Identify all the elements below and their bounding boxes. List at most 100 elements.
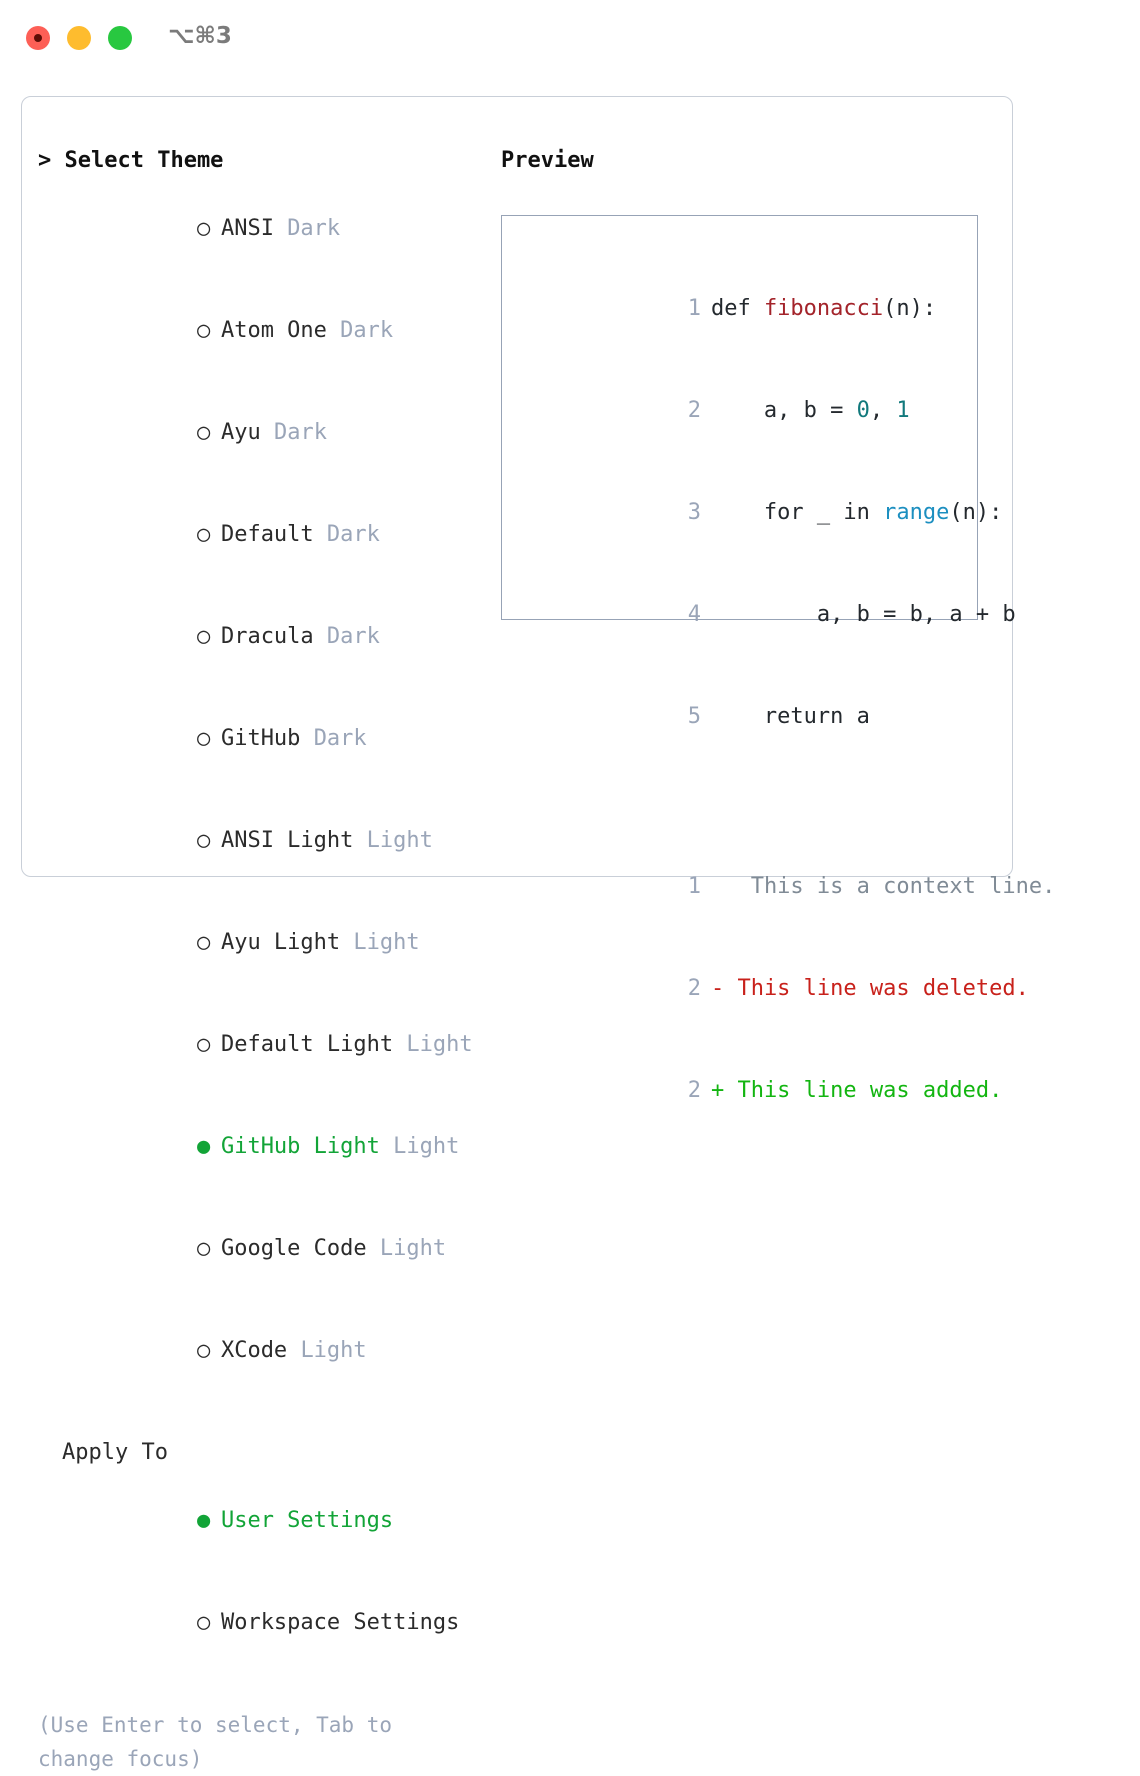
theme-option-label: Default bbox=[220, 522, 314, 547]
theme-option-github-dark[interactable]: ○ GitHub Dark bbox=[38, 688, 488, 790]
line-number: 2 bbox=[687, 976, 701, 1001]
line-number: 2 bbox=[687, 1078, 701, 1103]
radio-icon[interactable]: ○ bbox=[196, 216, 211, 241]
radio-icon[interactable]: ○ bbox=[196, 318, 211, 343]
theme-option-label: Google Code bbox=[220, 1236, 367, 1261]
title-bar: ⌥⌘3 bbox=[0, 0, 1140, 76]
code-token: fibonacci bbox=[763, 296, 884, 321]
radio-icon[interactable]: ○ bbox=[196, 930, 211, 955]
diff-line-added: 2 + This line was added. bbox=[502, 1040, 1003, 1142]
theme-option-tag: Dark bbox=[273, 420, 327, 445]
theme-option-xcode[interactable]: ○ XCode Light bbox=[38, 1300, 488, 1402]
theme-option-ansi-light[interactable]: ○ ANSI Light Light bbox=[38, 790, 488, 892]
code-token: , bbox=[869, 398, 897, 423]
keyboard-shortcut-label: ⌥⌘3 bbox=[168, 23, 232, 49]
code-gap bbox=[502, 802, 977, 836]
theme-option-tag: Light bbox=[379, 1236, 447, 1261]
diff-text: This is a context line. bbox=[724, 874, 1056, 899]
theme-option-label: ANSI bbox=[220, 216, 274, 241]
preview-heading: Preview bbox=[501, 148, 594, 173]
theme-option-list: ○ ANSI Dark ○ Atom One Dark ○Ayu Dark ○ Def… bbox=[38, 178, 488, 1402]
code-line: 4 a, b = b, a + b bbox=[502, 564, 1016, 666]
radio-icon[interactable]: ○ bbox=[196, 420, 211, 445]
theme-option-atom-one-dark[interactable]: ○ Atom One Dark bbox=[38, 280, 488, 382]
list-spacer bbox=[38, 1402, 488, 1436]
theme-option-ayu-light[interactable]: ○Ayu Light Light bbox=[38, 892, 488, 994]
radio-selected-icon[interactable]: ● bbox=[196, 1134, 211, 1159]
apply-to-option-workspace-settings[interactable]: ○ Workspace Settings bbox=[38, 1572, 488, 1674]
radio-icon[interactable]: ○ bbox=[196, 1236, 211, 1261]
diff-line-deleted: 2- This line was deleted. bbox=[502, 938, 1029, 1040]
diff-marker bbox=[711, 874, 724, 899]
theme-option-ayu-dark[interactable]: ○Ayu Dark bbox=[38, 382, 488, 484]
theme-option-label: Atom One bbox=[220, 318, 327, 343]
content-panel: > Select Theme ○ANSI Dark ○Atom One Dark… bbox=[21, 96, 1055, 1771]
line-number: 5 bbox=[687, 704, 701, 729]
theme-option-dracula-dark[interactable]: ○ Dracula Dark bbox=[38, 586, 488, 688]
code-token: a, b = bbox=[710, 398, 857, 423]
zoom-button-icon[interactable] bbox=[108, 26, 132, 50]
minimize-button-icon[interactable] bbox=[67, 26, 91, 50]
radio-icon[interactable]: ○ bbox=[196, 1032, 211, 1057]
close-button-icon[interactable] bbox=[26, 26, 50, 50]
theme-option-label: GitHub bbox=[220, 726, 301, 751]
diff-marker: + bbox=[710, 1078, 725, 1103]
keyboard-hint-text: (Use Enter to select, Tab to change focu… bbox=[38, 1713, 393, 1771]
theme-option-label: ANSI Light bbox=[220, 828, 354, 853]
theme-option-default-dark[interactable]: ○ Default Dark bbox=[38, 484, 488, 586]
radio-icon[interactable]: ○ bbox=[196, 1338, 211, 1363]
line-number: 4 bbox=[687, 602, 701, 627]
code-token: for _ in bbox=[710, 500, 884, 525]
code-token: 0 bbox=[856, 398, 870, 423]
diff-text: This line was deleted. bbox=[724, 976, 1029, 1001]
theme-option-tag: Light bbox=[300, 1338, 367, 1363]
theme-option-tag: Dark bbox=[313, 726, 367, 751]
line-number: 2 bbox=[687, 398, 701, 423]
theme-option-github-light[interactable]: ●GitHub Light Light bbox=[38, 1096, 488, 1198]
apply-to-option-label: Workspace Settings bbox=[220, 1610, 460, 1635]
code-token: a, b = b, a + b bbox=[710, 602, 1016, 627]
theme-option-tag: Dark bbox=[326, 522, 380, 547]
code-token: (n): bbox=[883, 296, 937, 321]
diff-line-context: 1 This is a context line. bbox=[502, 836, 1056, 938]
code-token: range bbox=[883, 500, 950, 525]
diff-marker: - bbox=[710, 976, 725, 1001]
code-token: return a bbox=[710, 704, 870, 729]
radio-icon[interactable]: ○ bbox=[196, 1610, 211, 1635]
theme-option-google-code[interactable]: ○ Google Code Light bbox=[38, 1198, 488, 1300]
radio-selected-icon[interactable]: ● bbox=[196, 1508, 211, 1533]
line-number: 3 bbox=[687, 500, 701, 525]
traffic-light-buttons bbox=[26, 26, 132, 50]
diff-text: This line was added. bbox=[724, 1078, 1003, 1103]
theme-option-tag: Dark bbox=[326, 624, 380, 649]
panel-columns: > Select Theme ○ANSI Dark ○Atom One Dark… bbox=[22, 97, 1055, 1771]
code-gap bbox=[502, 768, 977, 802]
apply-to-option-list: ● User Settings ○ Workspace Settings bbox=[38, 1470, 488, 1674]
code-token: (n): bbox=[949, 500, 1003, 525]
radio-icon[interactable]: ○ bbox=[196, 624, 211, 649]
theme-option-label: Dracula bbox=[220, 624, 314, 649]
radio-icon[interactable]: ○ bbox=[196, 828, 211, 853]
theme-option-tag: Dark bbox=[340, 318, 394, 343]
apply-to-option-user-settings[interactable]: ● User Settings bbox=[38, 1470, 488, 1572]
radio-icon[interactable]: ○ bbox=[196, 726, 211, 751]
theme-option-default-light[interactable]: ○ Default Light Light bbox=[38, 994, 488, 1096]
apply-to-heading: Apply To bbox=[62, 1440, 168, 1465]
radio-icon[interactable]: ○ bbox=[196, 522, 211, 547]
theme-option-tag: Light bbox=[393, 1134, 460, 1159]
theme-option-ansi-dark[interactable]: ○ ANSI Dark bbox=[38, 178, 488, 280]
apply-to-option-label: User Settings bbox=[220, 1508, 394, 1533]
theme-option-tag: Dark bbox=[287, 216, 341, 241]
theme-option-tag: Light bbox=[406, 1032, 473, 1057]
theme-option-label: Default Light bbox=[220, 1032, 394, 1057]
line-number: 1 bbox=[687, 874, 701, 899]
theme-option-tag: Light bbox=[366, 828, 433, 853]
code-line: 2 a, b = 0, 1 bbox=[502, 360, 977, 462]
code-line: 3 for _ in range(n): bbox=[502, 462, 1003, 564]
line-number: 1 bbox=[687, 296, 701, 321]
theme-option-label: XCode bbox=[220, 1338, 288, 1363]
